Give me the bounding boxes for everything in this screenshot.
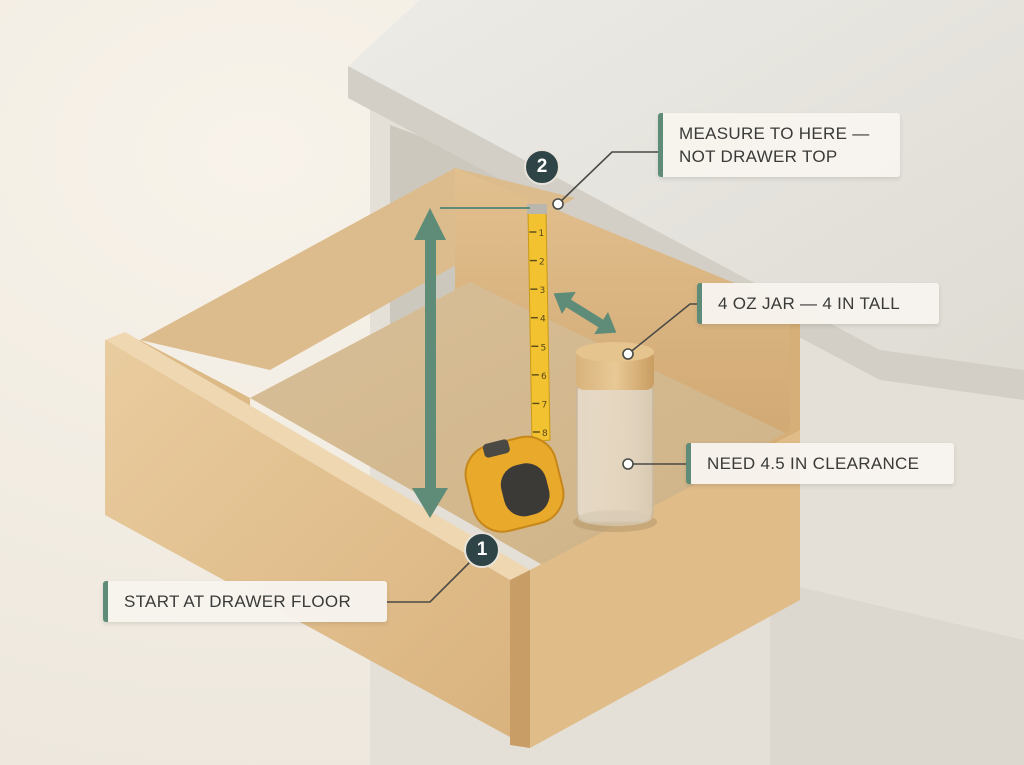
- jar-lid-top: [576, 342, 654, 362]
- tape-tick-label: 1: [539, 229, 545, 239]
- leader-dots: [552, 198, 634, 470]
- drawer: [105, 168, 800, 748]
- callout-measure-top-line1: MEASURE TO HERE —: [679, 124, 870, 143]
- arrow-diagonal-head-right: [594, 312, 617, 335]
- countertop-edge: [348, 66, 1024, 400]
- drawer-right-front: [530, 430, 800, 748]
- double-arrow-diagonal-icon: [553, 291, 617, 335]
- dot-jar: [622, 348, 634, 360]
- callout-clearance: NEED 4.5 IN CLEARANCE: [686, 443, 954, 484]
- tape-tick-label: 3: [540, 286, 546, 296]
- double-arrow-vertical-icon: [412, 208, 448, 518]
- step-number-2: 2: [536, 156, 548, 177]
- arrow-vertical-shaft: [425, 238, 436, 492]
- callout-jar-text: 4 OZ JAR — 4 IN TALL: [718, 294, 901, 313]
- jar-bottom: [578, 510, 652, 526]
- dot-clearance: [622, 458, 634, 470]
- tape-hook: [527, 204, 547, 214]
- arrow-vertical-head-up: [414, 208, 446, 240]
- drawer-front-panel: [105, 340, 530, 748]
- step-badge-2: 2: [524, 149, 560, 185]
- arrow-diagonal-head-left: [553, 291, 576, 314]
- callout-start-text: START AT DRAWER FLOOR: [124, 592, 352, 611]
- drawer-front-end: [510, 570, 530, 748]
- spice-jar: [573, 342, 657, 532]
- tape-tick-label: 4: [540, 315, 546, 325]
- arrow-diagonal-shaft: [563, 297, 606, 329]
- tape-ticks: 1 2 3 4 5 6 7 8: [529, 229, 548, 439]
- tape-tick-label: 6: [541, 372, 547, 382]
- leader-start: [385, 549, 483, 603]
- leader-lines: [385, 151, 700, 603]
- tape-tick-label: 7: [541, 400, 547, 410]
- tape-lock-button: [482, 439, 510, 458]
- tape-case: [464, 435, 565, 533]
- callout-measure-top-line2: NOT DRAWER TOP: [679, 147, 838, 166]
- callout-clearance-text: NEED 4.5 IN CLEARANCE: [707, 454, 920, 473]
- callout-start: START AT DRAWER FLOOR: [103, 581, 387, 622]
- leader-jar: [627, 303, 700, 355]
- tape-tick-label: 5: [541, 343, 547, 353]
- tape-measure: 1 2 3 4 5 6 7 8: [464, 204, 565, 533]
- step-number-1: 1: [476, 539, 488, 560]
- step-badge-1: 1: [464, 532, 500, 568]
- jar-body: [576, 379, 654, 523]
- drawer-front-rim: [105, 332, 530, 580]
- callout-jar: 4 OZ JAR — 4 IN TALL: [697, 283, 939, 324]
- leader-measure-top: [557, 151, 660, 205]
- arrow-vertical-head-down: [412, 488, 448, 518]
- tape-tick-label: 2: [539, 258, 545, 268]
- tape-tick-label: 8: [542, 429, 548, 439]
- callout-measure-top: MEASURE TO HERE — NOT DRAWER TOP: [658, 113, 900, 177]
- cabinet-lower-panel: [770, 580, 1024, 765]
- tape-case-window: [500, 463, 550, 517]
- dot-measure-top: [552, 198, 564, 210]
